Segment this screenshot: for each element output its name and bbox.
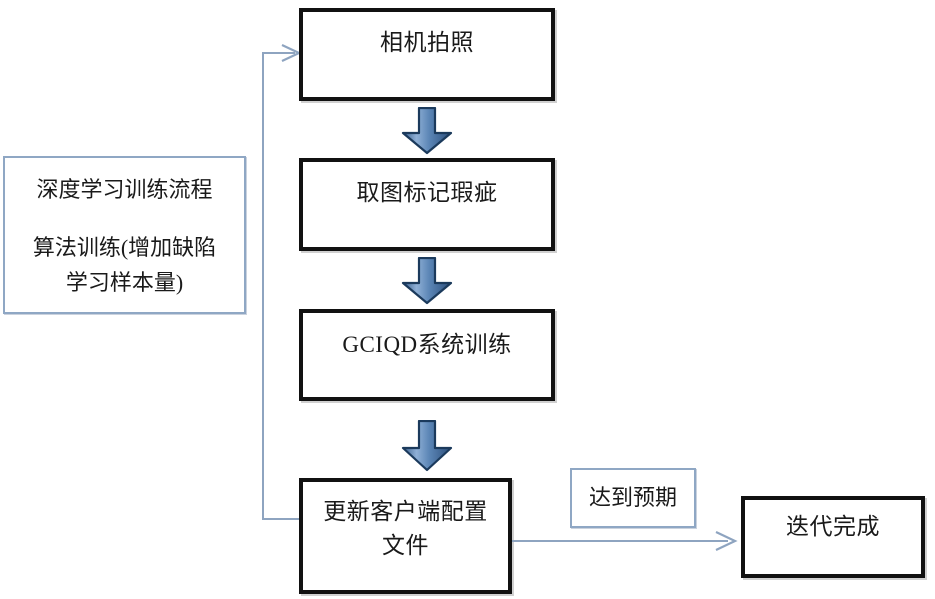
down-block-arrow-icon-2 bbox=[400, 257, 454, 305]
node-label-iteration-done: 迭代完成 bbox=[786, 514, 880, 539]
note-line-1: 深度学习训练流程 bbox=[36, 177, 213, 202]
note-line-2: 算法训练(增加缺陷 学习样本量) bbox=[32, 235, 217, 295]
node-gciqd-training[interactable]: GCIQD系统训练 bbox=[299, 309, 555, 401]
feedback-line-top bbox=[262, 52, 295, 54]
edge-label-meets-expectation: 达到预期 bbox=[570, 468, 696, 528]
node-label-gciqd-training: GCIQD系统训练 bbox=[342, 332, 512, 357]
node-label-mark-defects: 取图标记瑕疵 bbox=[356, 180, 498, 205]
node-label-camera-capture: 相机拍照 bbox=[380, 30, 474, 55]
node-iteration-done[interactable]: 迭代完成 bbox=[741, 496, 925, 578]
flow-line-to-iteration-done bbox=[512, 540, 728, 542]
feedback-line-vertical bbox=[262, 52, 264, 520]
node-label-update-config: 更新客户端配置 文件 bbox=[323, 499, 488, 558]
down-block-arrow-icon-1 bbox=[400, 107, 454, 155]
node-camera-capture[interactable]: 相机拍照 bbox=[299, 8, 555, 101]
down-block-arrow-icon-3 bbox=[400, 420, 454, 472]
feedback-line-bottom bbox=[262, 518, 302, 520]
edge-label-text-meets-expectation: 达到预期 bbox=[588, 485, 677, 510]
note-box-training-process: 深度学习训练流程 算法训练(增加缺陷 学习样本量) bbox=[3, 156, 246, 314]
node-update-config[interactable]: 更新客户端配置 文件 bbox=[299, 478, 512, 594]
node-mark-defects[interactable]: 取图标记瑕疵 bbox=[299, 158, 555, 251]
